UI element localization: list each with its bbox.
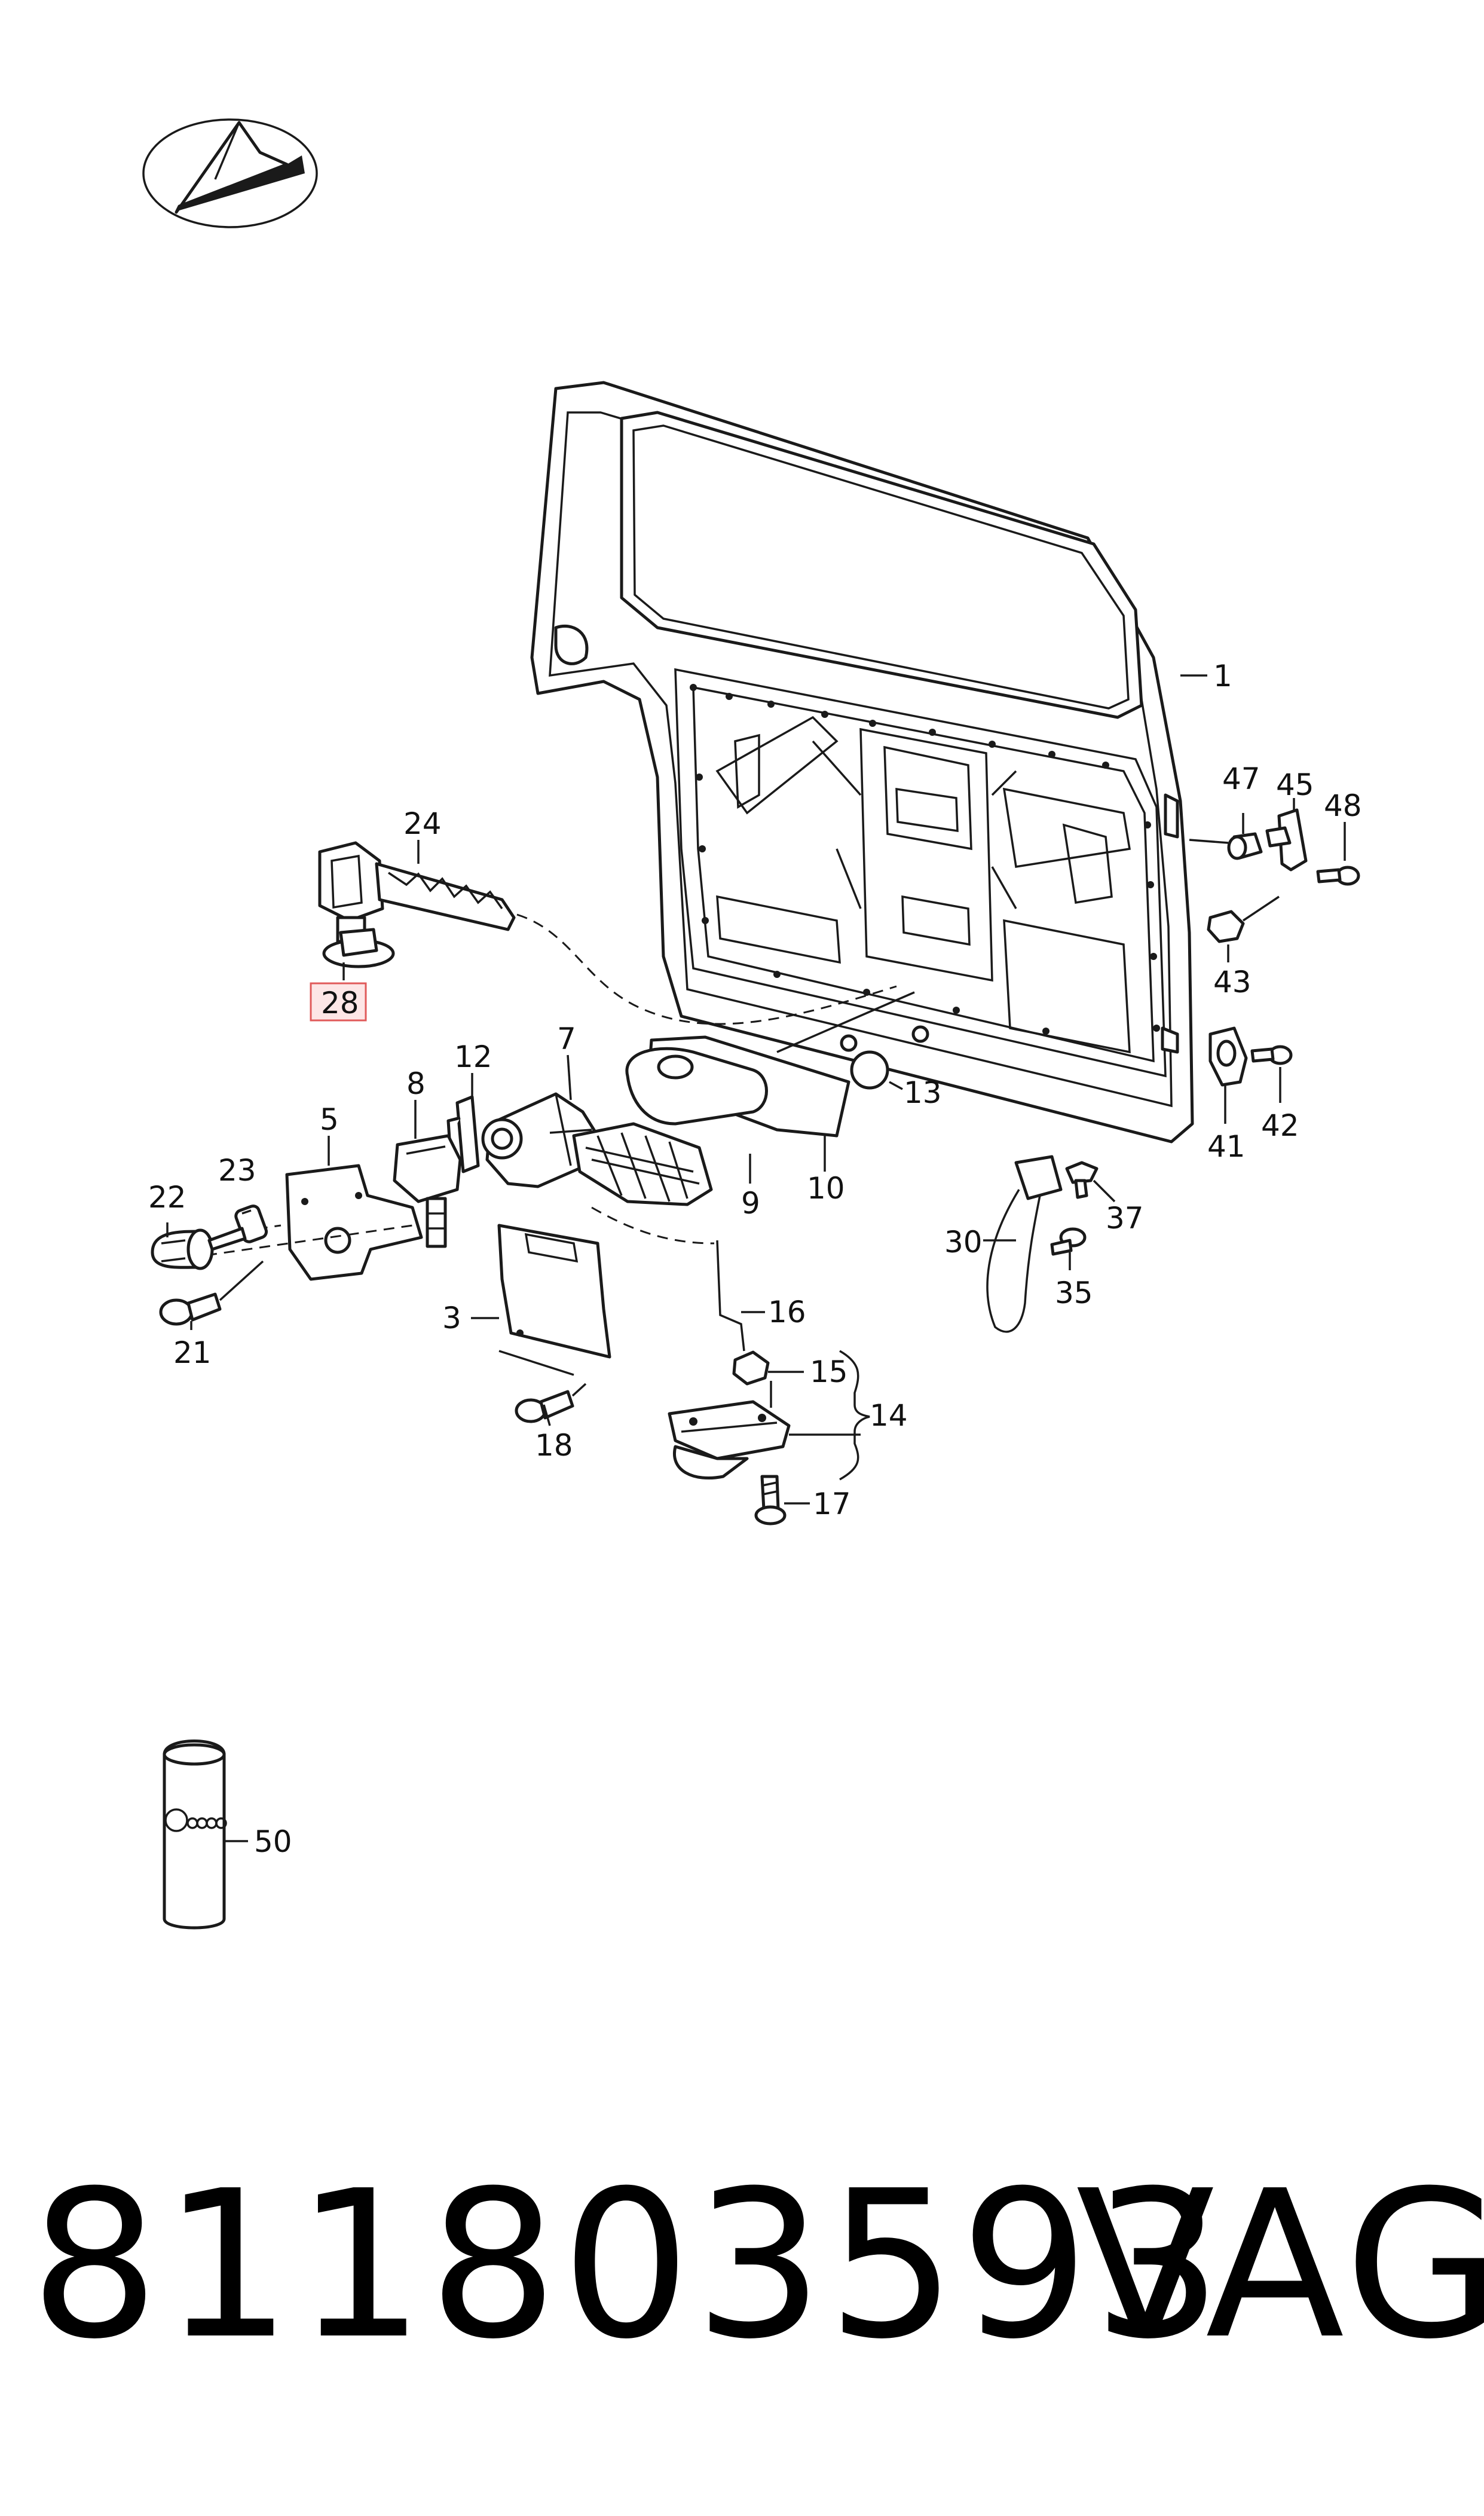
- part-14-latch: [668, 1350, 870, 1481]
- callout-41: 41: [1207, 1129, 1246, 1164]
- part-8-actuator-motor: [393, 1134, 462, 1248]
- callout-23: 23: [218, 1153, 256, 1188]
- part-35-screw: [1050, 1227, 1087, 1270]
- callout-45: 45: [1276, 768, 1314, 802]
- part-48-bolt: [1316, 822, 1360, 886]
- callout-47: 47: [1222, 762, 1260, 796]
- callout-8: 8: [406, 1066, 426, 1101]
- catalog-logo-icon: [142, 118, 318, 228]
- part-18-screw: [515, 1383, 587, 1423]
- part-50-spray-can: [163, 1740, 248, 1930]
- callout-16: 16: [768, 1295, 806, 1329]
- part-47-buffer: [1189, 813, 1263, 860]
- tailgate-panel: [530, 381, 1194, 1144]
- callout-28: 28: [321, 986, 359, 1020]
- brand-name: VAG: [1076, 2147, 1484, 2384]
- part-number: 811803593: [30, 2147, 1226, 2384]
- callout-24: 24: [403, 806, 442, 841]
- callout-42: 42: [1261, 1108, 1299, 1143]
- part-24-lock-actuator: [318, 841, 516, 943]
- callout-18: 18: [535, 1428, 573, 1463]
- part-43-bump-stop: [1207, 895, 1280, 962]
- callout-15: 15: [810, 1355, 848, 1389]
- part-16-rod: [591, 1206, 765, 1352]
- callout-50: 50: [254, 1824, 292, 1859]
- callout-48: 48: [1324, 788, 1362, 823]
- part-28-bracket: [322, 928, 395, 980]
- part-15-nut: [732, 1350, 804, 1408]
- callout-10: 10: [807, 1171, 845, 1206]
- callout-3: 3: [442, 1301, 461, 1335]
- callout-9: 9: [741, 1186, 760, 1221]
- exploded-parts-diagram: 1 3 5 7 8 9 10 12 13 14 15 16 17 18 21 2…: [142, 118, 1362, 1930]
- callout-35: 35: [1055, 1276, 1093, 1310]
- part-23-key: [207, 1204, 268, 1251]
- tailgate-holes: [690, 684, 1160, 1035]
- callout-21: 21: [173, 1335, 212, 1370]
- part-3-cover: [471, 1224, 611, 1376]
- callout-7: 7: [557, 1022, 576, 1056]
- callout-43: 43: [1213, 965, 1252, 999]
- part-12-clip: [446, 1095, 480, 1173]
- callout-5: 5: [320, 1102, 339, 1137]
- part-9-handle: [572, 1122, 751, 1206]
- part-45-striker-bracket: [1265, 798, 1308, 872]
- part-13-grommet: [850, 1050, 903, 1090]
- part-5-mounting-bracket: [285, 1136, 423, 1281]
- callout-17: 17: [813, 1487, 851, 1521]
- part-22-lock-cylinder: [151, 1228, 214, 1270]
- callout-22: 22: [148, 1180, 186, 1215]
- part-17-bolt: [754, 1475, 810, 1526]
- callout-labels: 1 3 5 7 8 9 10 12 13 14 15 16 17 18 21 2…: [148, 659, 1362, 1859]
- callout-30: 30: [944, 1225, 983, 1259]
- part-21-screw: [159, 1260, 264, 1326]
- callout-28-highlight: [310, 982, 367, 1022]
- part-41-hinge-plate: [1208, 1026, 1248, 1124]
- part-30-strap: [983, 1155, 1063, 1333]
- callout-14: 14: [870, 1398, 908, 1433]
- callout-12: 12: [454, 1040, 492, 1074]
- callout-37: 37: [1106, 1201, 1144, 1236]
- part-37-screw: [1065, 1161, 1116, 1203]
- callout-13: 13: [904, 1075, 942, 1110]
- callout-1: 1: [1213, 659, 1232, 693]
- part-10-trim-strip: [625, 1035, 850, 1172]
- part-42-bolt: [1250, 1045, 1293, 1103]
